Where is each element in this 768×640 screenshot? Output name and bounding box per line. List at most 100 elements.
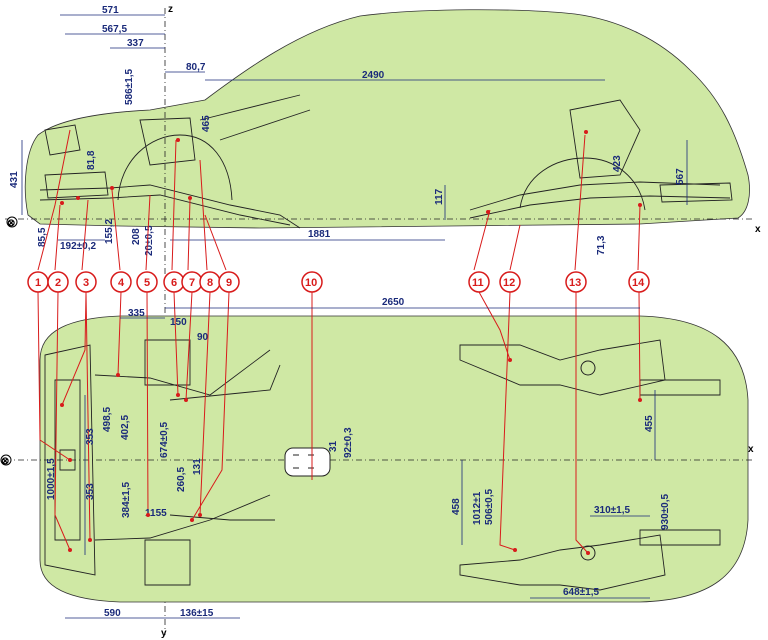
point-marker-3: 3 (75, 271, 97, 293)
dim-586: 586±1,5 (124, 68, 135, 105)
svg-text:9: 9 (226, 277, 232, 289)
point-marker-11: 11 (468, 271, 490, 293)
dim-567: 567 (675, 168, 686, 185)
dim-930: 930±0,5 (660, 493, 671, 530)
front-strut-top-left (144, 339, 191, 386)
dim-117: 117 (434, 188, 445, 205)
side-body-silhouette (24, 9, 750, 229)
top-points (60, 358, 642, 555)
top-body-silhouette (39, 315, 749, 603)
dim-1000: 1000±1,5 (46, 458, 57, 500)
svg-text:6: 6 (171, 277, 177, 289)
svg-text:11: 11 (472, 277, 484, 289)
front-rail-lower (39, 194, 291, 226)
dim-458: 458 (451, 498, 462, 515)
dim-567-5: 567,5 (102, 24, 127, 35)
point-marker-12: 12 (499, 271, 521, 293)
point-marker-7: 7 (181, 271, 203, 293)
origin-symbol-side: ⊗ (7, 218, 15, 229)
svg-text:2: 2 (55, 277, 61, 289)
dim-1881: 1881 (308, 229, 331, 240)
dim-1155: 1155 (145, 508, 167, 519)
origin-symbol-top: ⊗ (1, 456, 9, 467)
point-marker-14: 14 (628, 271, 650, 293)
y-axis-label: y (161, 628, 167, 639)
front-crossmember (44, 124, 81, 156)
point-markers: 1 2 3 4 5 6 7 8 9 10 11 12 13 14 (27, 271, 650, 293)
top-leader-lines (37, 291, 641, 554)
point-marker-2: 2 (47, 271, 69, 293)
point-marker-8: 8 (199, 271, 221, 293)
dim-155-2: 155,2 (104, 219, 115, 244)
dim-402-5: 402,5 (120, 415, 131, 440)
svg-text:4: 4 (118, 277, 125, 289)
svg-text:7: 7 (189, 277, 195, 289)
dim-590: 590 (104, 608, 121, 619)
origin-marker-side (6, 216, 18, 228)
dim-423: 423 (612, 155, 623, 172)
rear-rail-lower (469, 195, 731, 219)
dim-310: 310±1,5 (594, 505, 631, 516)
front-bumper-beam (44, 171, 109, 199)
front-rails-top (94, 349, 271, 541)
svg-text:10: 10 (305, 277, 317, 289)
dim-90: 90 (197, 332, 209, 343)
dim-455: 455 (644, 415, 655, 432)
dim-2490: 2490 (362, 70, 385, 81)
rear-bumper-beam (659, 182, 733, 203)
dim-136: 136±15 (180, 608, 214, 619)
point-marker-10: 10 (301, 271, 323, 293)
dim-1012: 1012±1 (472, 491, 483, 525)
dim-2650: 2650 (382, 297, 405, 308)
svg-text:1: 1 (35, 277, 41, 289)
dim-571: 571 (102, 5, 119, 16)
dim-31: 31 (328, 440, 339, 452)
dim-20: 20±0,5 (144, 225, 155, 256)
front-wheel-arch (117, 134, 233, 201)
point-marker-9: 9 (218, 271, 240, 293)
rear-strut-mount-right (580, 545, 596, 561)
dim-674: 674±0,5 (159, 421, 170, 458)
center-access-plate (284, 447, 331, 477)
front-rail (39, 184, 301, 229)
rear-rail-right-top (459, 534, 666, 591)
dim-150: 150 (170, 317, 187, 328)
front-strut-top-right (144, 539, 191, 586)
dim-506: 506±0,5 (484, 488, 495, 525)
rear-wheel-arch (519, 157, 646, 211)
dim-85-5: 85,5 (37, 227, 48, 247)
svg-text:8: 8 (207, 277, 213, 289)
dim-208: 208 (131, 228, 142, 245)
side-points (60, 130, 642, 214)
svg-text:3: 3 (83, 277, 89, 289)
rear-rail (469, 181, 721, 211)
svg-text:13: 13 (569, 277, 581, 289)
svg-text:5: 5 (144, 277, 150, 289)
point-marker-13: 13 (565, 271, 587, 293)
dim-431: 431 (9, 171, 20, 188)
center-plate-holes (293, 454, 314, 469)
front-strut-tower (139, 117, 196, 166)
dim-337: 337 (127, 38, 144, 49)
dim-384: 384±1,5 (121, 481, 132, 518)
point-marker-1: 1 (27, 271, 49, 293)
dim-498-5: 498,5 (102, 407, 113, 432)
dim-353-b: 353 (85, 483, 96, 500)
dim-80-7: 80,7 (186, 62, 206, 73)
z-axis-label: z (168, 4, 173, 15)
front-bumper-top (44, 344, 96, 576)
x-axis-label-side: x (755, 224, 761, 235)
dim-71-3: 71,3 (596, 235, 607, 255)
dim-335: 335 (128, 308, 145, 319)
dim-81-8: 81,8 (86, 150, 97, 170)
dim-131: 131 (192, 458, 203, 475)
dim-648: 648±1,5 (563, 587, 600, 598)
dim-92: 92±0,3 (343, 427, 354, 458)
side-view: x z ⊗ 571 567,5 337 586±1,5 80,7 2490 46… (5, 4, 761, 635)
dim-192: 192±0,2 (60, 241, 97, 252)
front-subframe-top (169, 364, 281, 521)
side-leader-lines (37, 129, 641, 271)
dash-panel (199, 94, 311, 141)
top-view: x y ⊗ 2650 335 150 90 498,5 402,5 353 35… (0, 291, 754, 639)
